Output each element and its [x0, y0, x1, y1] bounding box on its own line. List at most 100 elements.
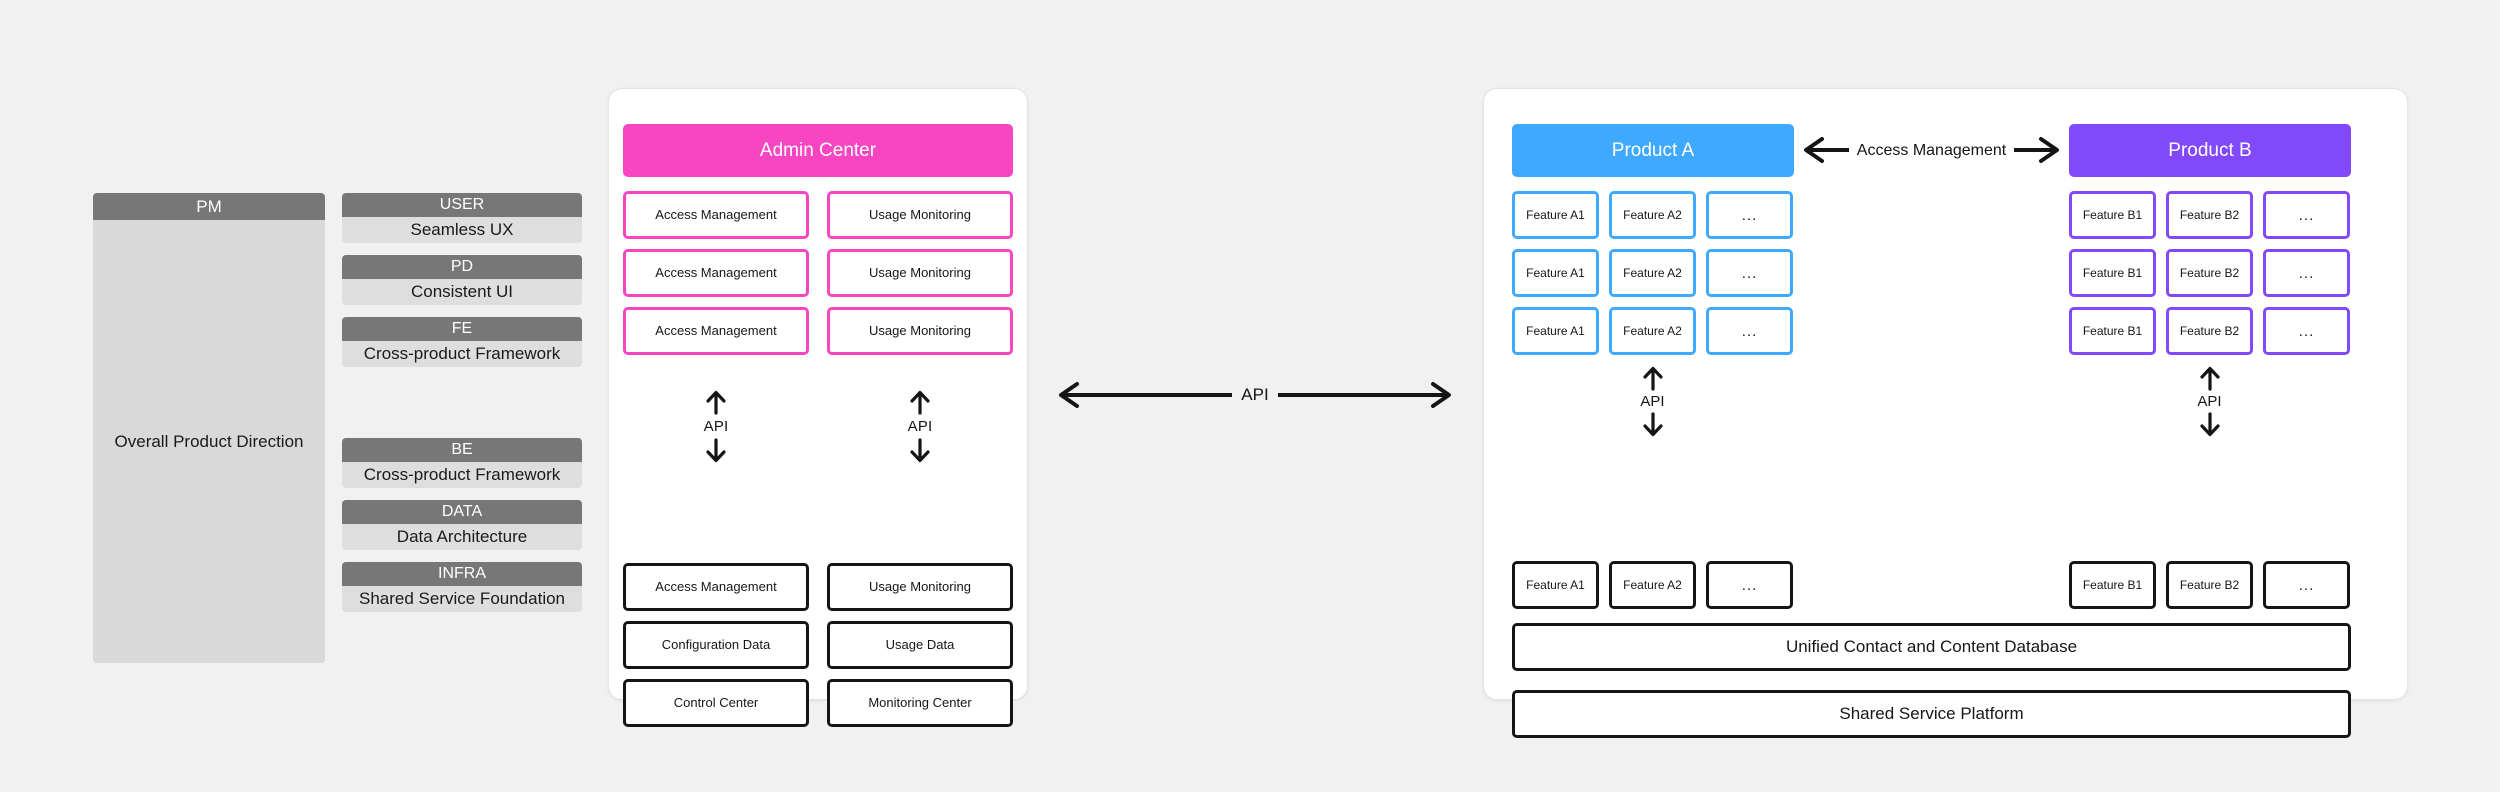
role-header: DATA — [342, 500, 582, 524]
feature-cell[interactable]: Feature B2 — [2166, 191, 2253, 239]
admin-cell[interactable]: Access Management — [623, 191, 809, 239]
product-a-api-connector: API — [1609, 365, 1696, 438]
arrow-up-icon — [1640, 365, 1666, 391]
unified-database-bar: Unified Contact and Content Database — [1512, 623, 2351, 671]
admin-row: Access Management Usage Monitoring — [623, 191, 1013, 239]
admin-cell[interactable]: Access Management — [623, 307, 809, 355]
api-label: API — [1640, 393, 1665, 410]
admin-cell[interactable]: Usage Monitoring — [827, 191, 1013, 239]
feature-cell[interactable]: Feature B2 — [2166, 561, 2253, 609]
feature-more-cell[interactable]: ... — [1706, 249, 1793, 297]
admin-api-connector-left: API — [623, 389, 809, 464]
feature-more-cell[interactable]: ... — [1706, 307, 1793, 355]
feature-cell[interactable]: Feature A2 — [1609, 249, 1696, 297]
admin-row: Access Management Usage Monitoring — [623, 307, 1013, 355]
feature-more-cell[interactable]: ... — [1706, 561, 1793, 609]
feature-cell[interactable]: Feature A2 — [1609, 561, 1696, 609]
feature-cell[interactable]: Feature B2 — [2166, 249, 2253, 297]
api-bridge-label: API — [1232, 385, 1278, 405]
product-a-title: Product A — [1512, 124, 1794, 177]
admin-cell[interactable]: Control Center — [623, 679, 809, 727]
feature-cell[interactable]: Feature A1 — [1512, 307, 1599, 355]
feature-cell[interactable]: Feature A2 — [1609, 307, 1696, 355]
feature-more-cell[interactable]: ... — [1706, 191, 1793, 239]
admin-api-connector-right: API — [827, 389, 1013, 464]
feature-cell[interactable]: Feature B2 — [2166, 307, 2253, 355]
arrow-down-icon — [907, 438, 933, 464]
feature-cell[interactable]: Feature A1 — [1512, 249, 1599, 297]
access-management-bridge-label: Access Management — [1848, 141, 2015, 160]
admin-row: Control Center Monitoring Center — [623, 679, 1013, 727]
arrow-down-icon — [2197, 412, 2223, 438]
feature-more-cell[interactable]: ... — [2263, 249, 2350, 297]
role-header: INFRA — [342, 562, 582, 586]
admin-row: Configuration Data Usage Data — [623, 621, 1013, 669]
admin-row: Access Management Usage Monitoring — [623, 249, 1013, 297]
arrow-up-icon — [703, 389, 729, 415]
arrow-up-icon — [2197, 365, 2223, 391]
arrow-up-icon — [907, 389, 933, 415]
role-subtitle: Seamless UX — [342, 217, 582, 243]
feature-cell[interactable]: Feature B1 — [2069, 191, 2156, 239]
admin-center-title: Admin Center — [623, 124, 1013, 177]
feature-cell[interactable]: Feature A1 — [1512, 561, 1599, 609]
role-header: PD — [342, 255, 582, 279]
feature-cell[interactable]: Feature B1 — [2069, 561, 2156, 609]
admin-cell[interactable]: Usage Monitoring — [827, 563, 1013, 611]
admin-cell[interactable]: Usage Monitoring — [827, 249, 1013, 297]
admin-cell[interactable]: Usage Data — [827, 621, 1013, 669]
role-subtitle: Cross-product Framework — [342, 462, 582, 488]
feature-more-cell[interactable]: ... — [2263, 561, 2350, 609]
api-label: API — [907, 418, 933, 435]
product-b-api-connector: API — [2166, 365, 2253, 438]
shared-service-platform-bar: Shared Service Platform — [1512, 690, 2351, 738]
pm-body: Overall Product Direction — [93, 220, 325, 663]
feature-cell[interactable]: Feature B1 — [2069, 307, 2156, 355]
feature-cell[interactable]: Feature A1 — [1512, 191, 1599, 239]
feature-cell[interactable]: Feature B1 — [2069, 249, 2156, 297]
admin-cell[interactable]: Configuration Data — [623, 621, 809, 669]
admin-cell[interactable]: Usage Monitoring — [827, 307, 1013, 355]
feature-more-cell[interactable]: ... — [2263, 191, 2350, 239]
role-header: BE — [342, 438, 582, 462]
admin-row: Access Management Usage Monitoring — [623, 563, 1013, 611]
admin-cell[interactable]: Monitoring Center — [827, 679, 1013, 727]
api-label: API — [703, 418, 729, 435]
role-header: FE — [342, 317, 582, 341]
role-subtitle: Consistent UI — [342, 279, 582, 305]
product-b-title: Product B — [2069, 124, 2351, 177]
feature-more-cell[interactable]: ... — [2263, 307, 2350, 355]
feature-cell[interactable]: Feature A2 — [1609, 191, 1696, 239]
api-bridge: API — [1035, 378, 1475, 412]
pm-column: PM Overall Product Direction — [93, 193, 325, 663]
pm-header: PM — [93, 193, 325, 220]
access-management-bridge: Access Management — [1794, 124, 2069, 177]
role-subtitle: Shared Service Foundation — [342, 586, 582, 612]
role-subtitle: Cross-product Framework — [342, 341, 582, 367]
admin-cell[interactable]: Access Management — [623, 563, 809, 611]
role-header: USER — [342, 193, 582, 217]
admin-cell[interactable]: Access Management — [623, 249, 809, 297]
